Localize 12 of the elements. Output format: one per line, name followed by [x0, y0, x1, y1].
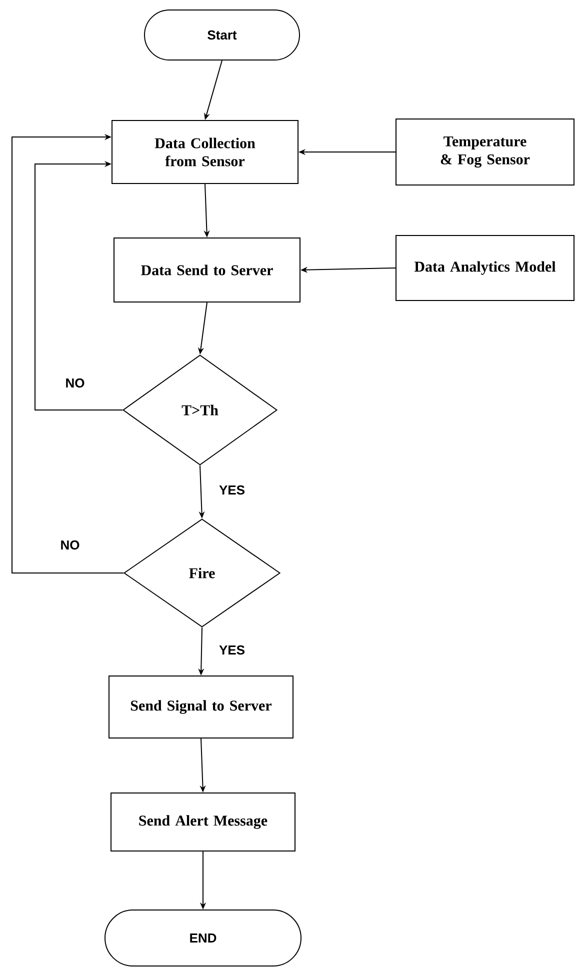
edge-label: NO — [64, 377, 86, 389]
process-box: Send Alert Message — [110, 792, 296, 852]
edge-label: YES — [218, 644, 246, 656]
arrow — [34, 160, 123, 410]
process-box: Send Signal to Server — [108, 676, 294, 738]
edge-label: YES — [218, 484, 246, 496]
process-box: Temperature & Fog Sensor — [396, 118, 574, 186]
process-box: Data Analytics Model — [396, 235, 574, 301]
arrow — [12, 134, 124, 574]
process-box: Data Collection from Sensor — [112, 120, 298, 184]
process-box: Data Send to Server — [114, 238, 300, 302]
edge-label: NO — [59, 539, 81, 551]
